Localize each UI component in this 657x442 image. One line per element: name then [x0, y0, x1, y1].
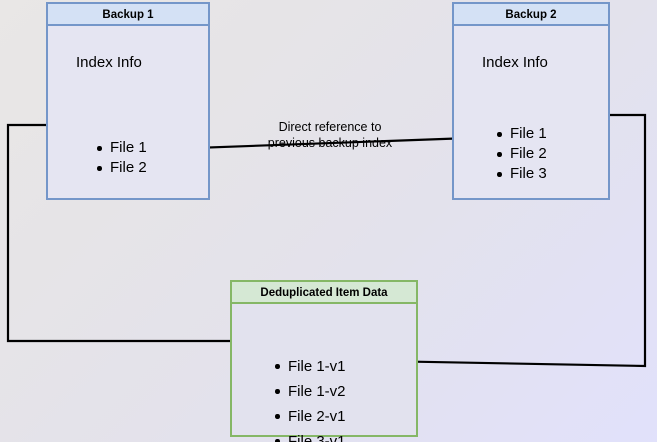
list-item: File 1	[96, 138, 147, 158]
node-backup-1-header: Backup 1	[48, 4, 208, 26]
edge-label-line-2: previous backup index	[267, 136, 393, 150]
node-backup-1-body: Index Info File 1 File 2	[48, 26, 208, 198]
list-item: File 2	[96, 158, 147, 178]
list-item: File 2	[496, 144, 547, 164]
node-deduplicated-item-data[interactable]: Deduplicated Item Data File 1-v1 File 1-…	[230, 280, 418, 442]
edge-label-line-1: Direct reference to	[278, 120, 382, 134]
node-deduplicated-item-data-header: Deduplicated Item Data	[232, 282, 416, 304]
list-item: File 1-v1	[274, 354, 346, 379]
edge-label-direct-reference: Direct reference to previous backup inde…	[251, 119, 409, 151]
list-item: File 3-v1	[274, 429, 346, 442]
backup-2-file-list: File 1 File 2 File 3	[496, 124, 547, 184]
dedup-file-list: File 1-v1 File 1-v2 File 2-v1 File 3-v1	[274, 354, 346, 442]
backup-2-index-info-label: Index Info	[482, 54, 548, 71]
edge-backup2-to-dedup	[376, 113, 647, 370]
backup-1-index-info-label: Index Info	[76, 54, 142, 71]
list-item: File 3	[496, 164, 547, 184]
node-deduplicated-item-data-body: File 1-v1 File 1-v2 File 2-v1 File 3-v1	[232, 304, 416, 442]
list-item: File 1-v2	[274, 379, 346, 404]
list-item: File 1	[496, 124, 547, 144]
backup-1-file-list: File 1 File 2	[96, 138, 147, 178]
node-backup-2-header: Backup 2	[454, 4, 608, 26]
list-item: File 2-v1	[274, 404, 346, 429]
node-backup-2-body: Index Info File 1 File 2 File 3	[454, 26, 608, 198]
node-backup-2[interactable]: Backup 2 Index Info File 1 File 2 File 3	[452, 2, 610, 200]
edge-direct-reference	[165, 135, 498, 157]
node-backup-1[interactable]: Backup 1 Index Info File 1 File 2	[46, 2, 210, 200]
